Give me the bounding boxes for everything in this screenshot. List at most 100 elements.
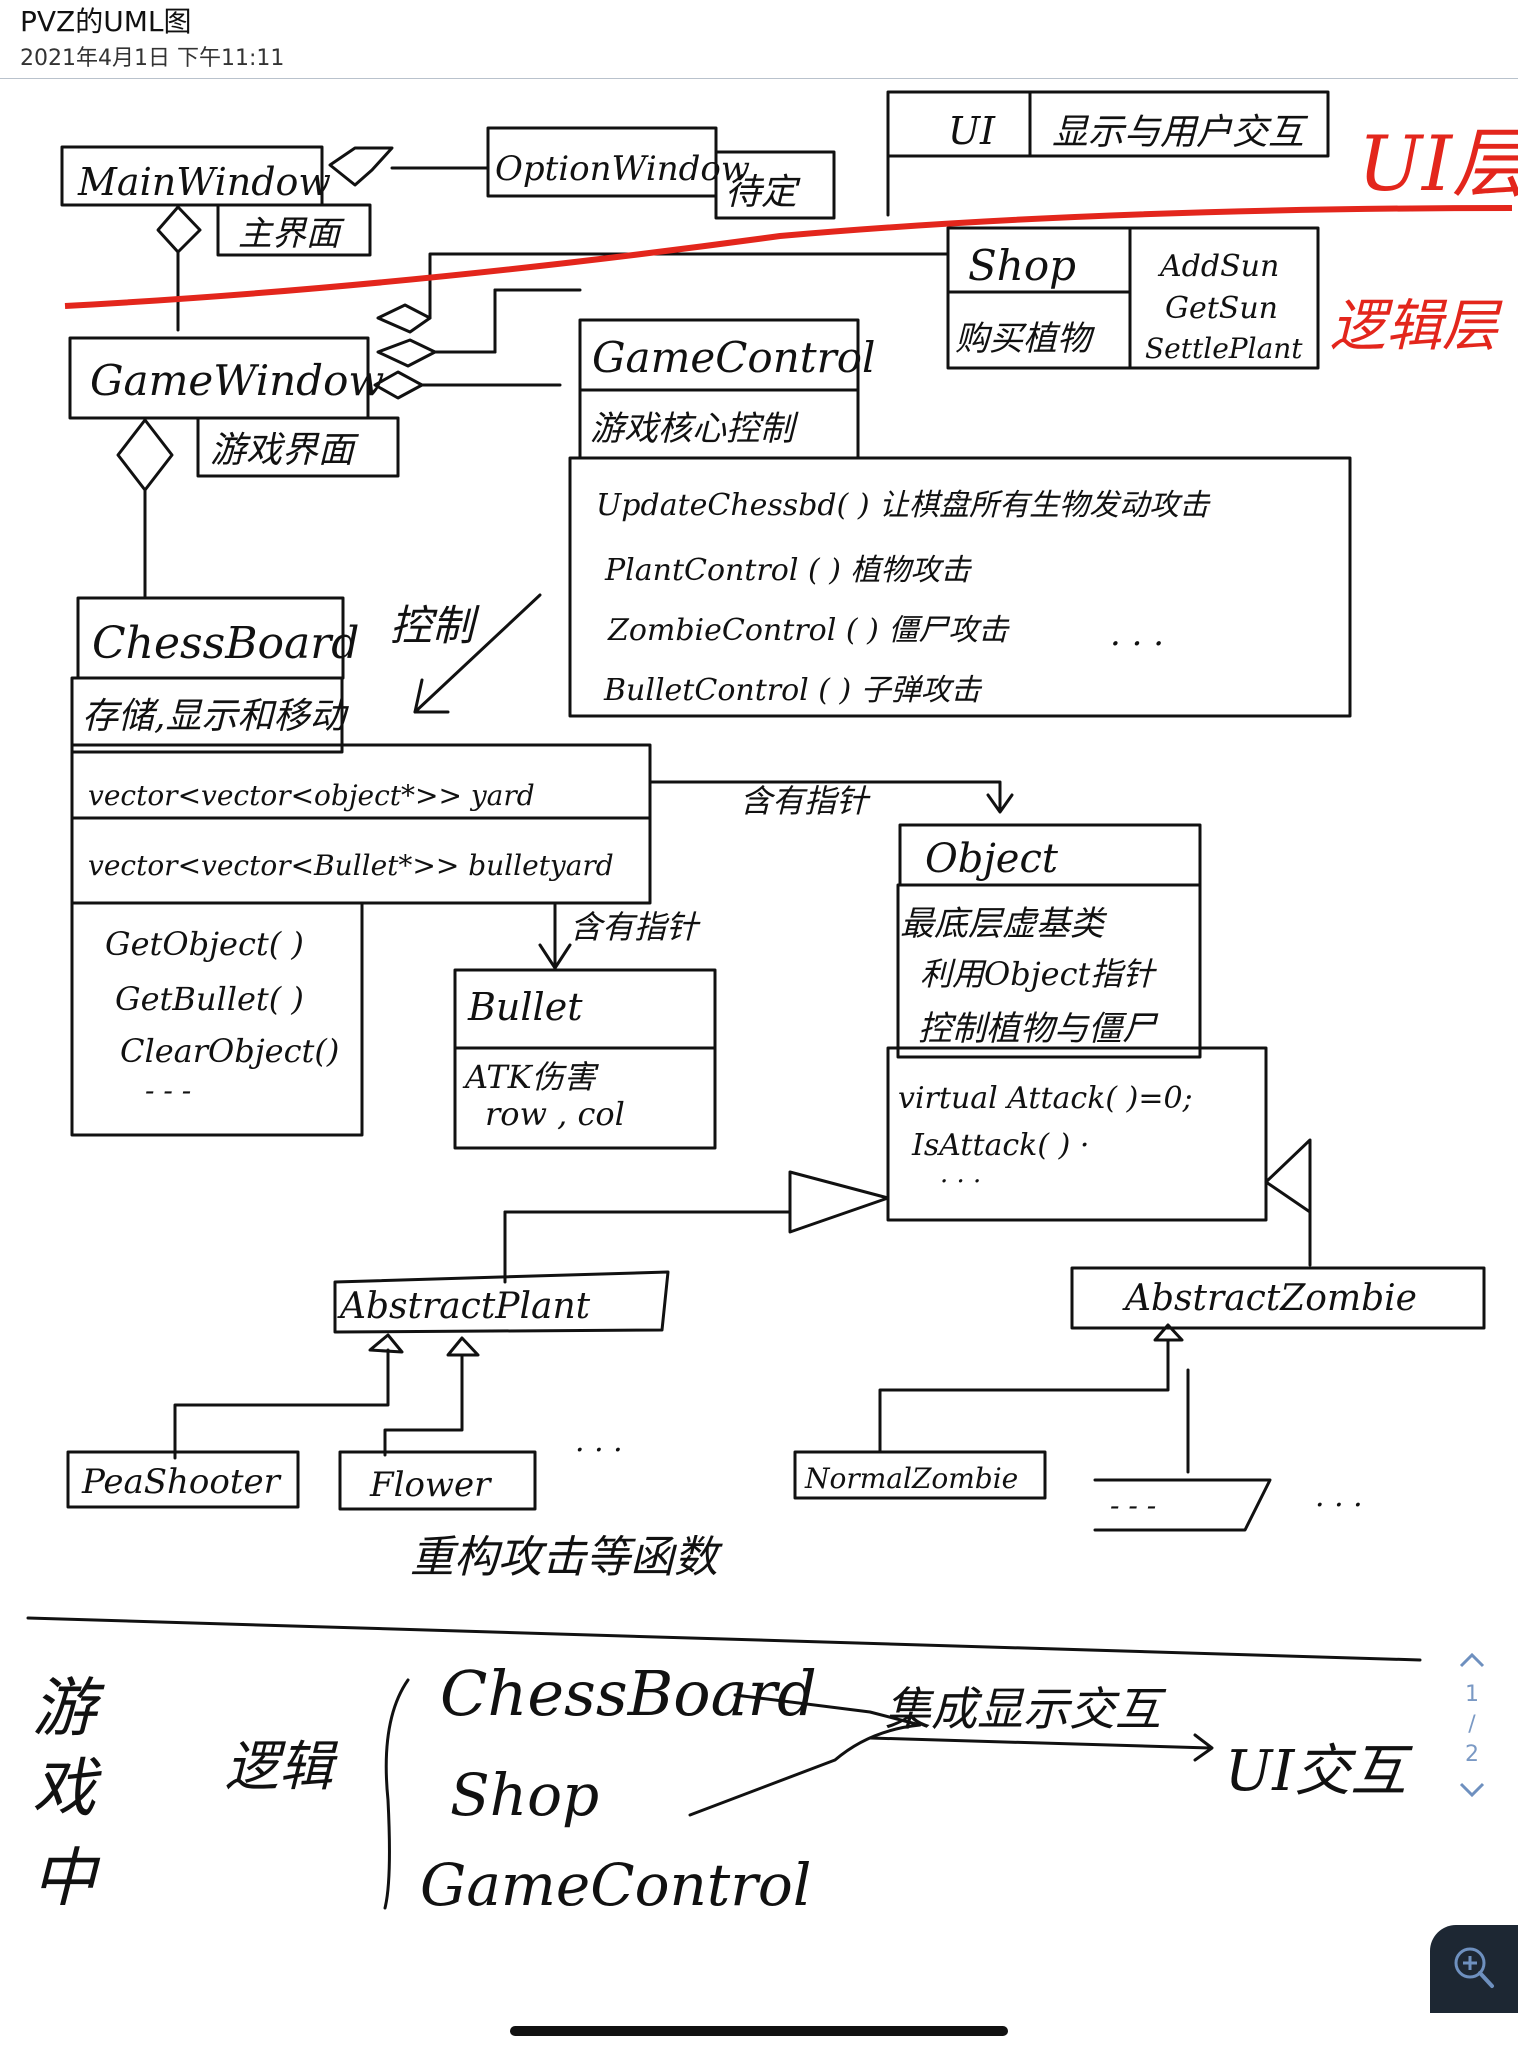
- chessboard-method-4: - - -: [145, 1074, 191, 1107]
- page-navigator: 1 / 2: [1452, 1640, 1492, 1860]
- ui-layer-label: UI层: [1358, 119, 1518, 208]
- home-indicator[interactable]: [510, 2026, 1008, 2036]
- peashooter-name: PeaShooter: [81, 1462, 282, 1502]
- ui-box-label-a: UI: [948, 109, 996, 153]
- bottom-integrate: 集成显示交互: [885, 1682, 1167, 1736]
- plant-more: · · ·: [575, 1433, 623, 1468]
- bottom-item-shop: Shop: [450, 1761, 599, 1829]
- layer-divider-red: [64, 205, 1513, 309]
- object-desc-3: 控制植物与僵尸: [918, 1009, 1159, 1049]
- flower-name: Flower: [369, 1465, 492, 1505]
- zombie-more: · · ·: [1315, 1488, 1363, 1523]
- gamecontrol-method-4: BulletControl ( ) 子弹攻击: [603, 673, 983, 708]
- chessboard-name: ChessBoard: [92, 618, 359, 669]
- gamecontrol-method-2: PlantControl ( ) 植物攻击: [604, 553, 972, 588]
- object-method-1: virtual Attack( )=0;: [898, 1081, 1193, 1116]
- aggregation-diamond-game-chessboard: [116, 418, 174, 492]
- shop-method-2: GetSun: [1165, 291, 1278, 326]
- gamecontrol-ellipsis: · · ·: [1110, 624, 1164, 664]
- bottom-game-label-1: 游: [32, 1672, 105, 1746]
- normalzombie-name: NormalZombie: [804, 1462, 1018, 1495]
- shop-method-3: SettlePlant: [1145, 332, 1303, 365]
- bottom-game-label-2: 戏: [32, 1752, 102, 1826]
- normalzombie-box: [793, 1450, 1047, 1500]
- optionwindow-name: OptionWindow: [495, 149, 750, 189]
- abstractzombie-box: [1070, 1266, 1486, 1330]
- flower-box: [338, 1450, 537, 1511]
- abstractzombie-name: AbstractZombie: [1122, 1278, 1417, 1319]
- mainwindow-name: MainWindow: [77, 160, 331, 204]
- object-desc-box: [896, 883, 1202, 1059]
- object-method-3: · · ·: [940, 1167, 981, 1197]
- zombie-more-box-text: - - -: [1110, 1489, 1156, 1522]
- bracket-line: [383, 1678, 410, 1910]
- aggregation-diamond-main-option: [328, 146, 394, 187]
- bottom-ui: UI交互: [1225, 1739, 1413, 1804]
- gamewindow-name: GameWindow: [90, 356, 384, 405]
- section-divider: [26, 1616, 1422, 1662]
- note-date: 2021年4月1日 下午11:11: [20, 46, 285, 71]
- chevron-up-icon[interactable]: [1452, 1640, 1492, 1680]
- control-note: 控制: [390, 601, 480, 650]
- chessboard-methods-box: [70, 901, 364, 1137]
- page-current: 1: [1465, 1682, 1479, 1707]
- ui-box: [886, 90, 1330, 158]
- peashooter-box: [66, 1450, 300, 1509]
- bullet-name: Bullet: [467, 985, 583, 1029]
- inheritance-triangle-zombie: [1264, 1138, 1312, 1214]
- chessboard-desc: 存储,显示和移动: [82, 696, 349, 737]
- bottom-logic-label: 逻辑: [225, 1735, 339, 1798]
- gamewindow-desc: 游戏界面: [210, 430, 359, 471]
- bottom-item-chessboard: ChessBoard: [440, 1657, 817, 1730]
- chessboard-method-3: ClearObject(): [120, 1032, 339, 1070]
- object-name: Object: [925, 836, 1059, 882]
- mainwindow-desc-box: [216, 203, 372, 257]
- gamewindow-desc-box: [196, 416, 400, 478]
- page-separator: /: [1468, 1712, 1476, 1737]
- control-arrow-line: [413, 593, 542, 714]
- bullet-fields-box: [453, 1046, 717, 1150]
- shop-desc: 购买植物: [955, 319, 1096, 359]
- mainwindow-desc: 主界面: [238, 214, 345, 254]
- object-methods-box: [886, 1046, 1268, 1222]
- inheritance-triangle-plant: [788, 1170, 890, 1234]
- note-header: PVZ的UML图 2021年4月1日 下午11:11: [0, 0, 1518, 79]
- bullet-field-2: row , col: [485, 1095, 625, 1133]
- chessboard-field-2: vector<vector<Bullet*>> bulletyard: [88, 849, 614, 882]
- contains-pointer-bullet: 含有指针: [570, 908, 701, 946]
- logic-layer-label: 逻辑层: [1330, 294, 1503, 359]
- shop-name: Shop: [968, 241, 1076, 290]
- zombie-more-box: [1093, 1478, 1272, 1532]
- object-method-2: IsAttack( ) ·: [911, 1128, 1089, 1163]
- abstractplant-name: AbstractPlant: [337, 1286, 591, 1327]
- abstractplant-box: [333, 1270, 670, 1334]
- chessboard-field-1: vector<vector<object*>> yard: [88, 779, 535, 812]
- gamecontrol-methods-box: [568, 456, 1352, 718]
- note-title: PVZ的UML图: [20, 5, 192, 38]
- object-desc-2: 利用Object指针: [920, 955, 1157, 993]
- chessboard-method-2: GetBullet( ): [115, 980, 304, 1018]
- zoom-in-icon: [1454, 1947, 1494, 1988]
- chessboard-desc-box: [70, 676, 344, 754]
- chessboard-method-1: GetObject( ): [105, 925, 304, 963]
- mainwindow-box: [60, 145, 324, 207]
- page-total: 2: [1465, 1742, 1479, 1767]
- shop-box: [946, 226, 1320, 370]
- gamecontrol-method-3: ZombieControl ( ) 僵尸攻击: [607, 613, 1010, 648]
- bullet-field-1: ATK伤害: [462, 1058, 600, 1096]
- optionwindow-desc-box: [714, 150, 836, 220]
- gamecontrol-desc: 游戏核心控制: [590, 409, 799, 449]
- optionwindow-desc: 待定: [725, 172, 801, 213]
- contains-pointer-object: 含有指针: [740, 782, 871, 820]
- ui-box-label-b: 显示与用户交互: [1052, 112, 1309, 153]
- chevron-down-icon[interactable]: [1452, 1770, 1492, 1810]
- gamecontrol-method-1: UpdateChessbd( ) 让棋盘所有生物发动攻击: [596, 488, 1211, 523]
- bottom-game-label-3: 中: [32, 1842, 101, 1916]
- bottom-item-gamecontrol: GameControl: [420, 1851, 811, 1919]
- gamecontrol-name: GameControl: [592, 333, 875, 382]
- refactor-note: 重构攻击等函数: [410, 1532, 723, 1583]
- object-desc-1: 最底层虚基类: [900, 904, 1108, 944]
- shop-method-1: AddSun: [1157, 249, 1279, 284]
- zoom-button[interactable]: [1430, 1925, 1518, 2013]
